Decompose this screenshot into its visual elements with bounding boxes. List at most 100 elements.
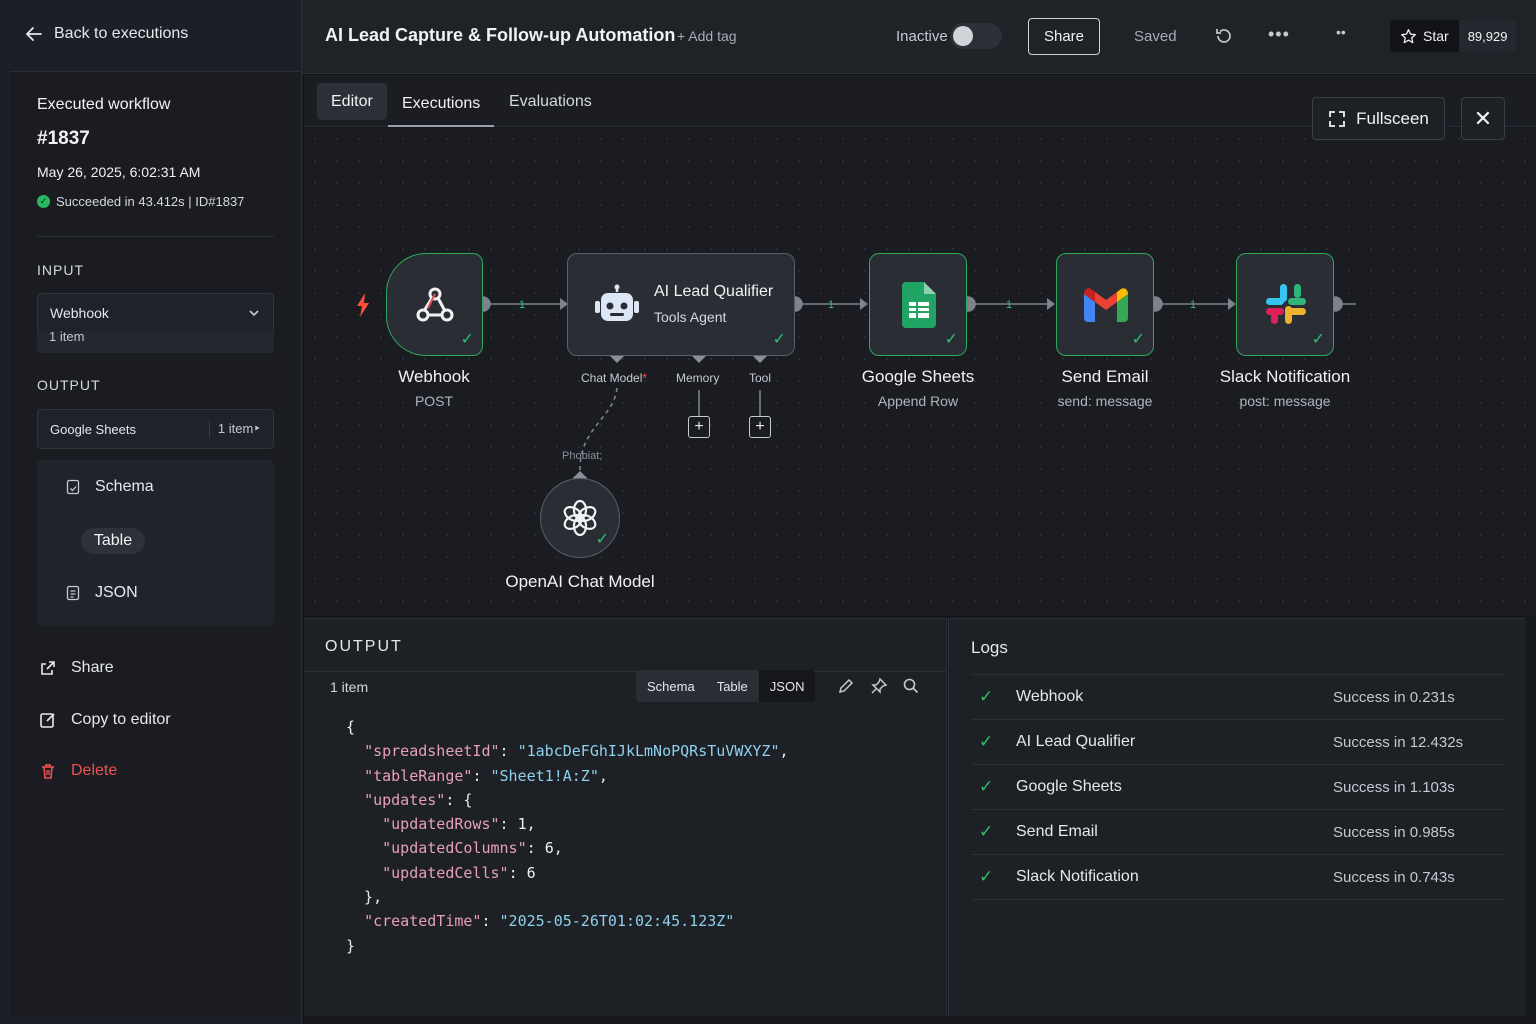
search-icon[interactable] <box>902 677 920 700</box>
success-check-icon: ✓ <box>979 867 994 886</box>
delete-execution-button[interactable]: Delete <box>39 762 117 780</box>
view-schema-label: Schema <box>95 478 154 495</box>
view-option-schema[interactable]: Schema <box>65 478 154 496</box>
node-slack-notification[interactable]: ✓ <box>1236 253 1334 356</box>
node-google-sheets[interactable]: ✓ <box>869 253 967 356</box>
view-json-button[interactable]: JSON <box>758 670 816 702</box>
tab-evaluations[interactable]: Evaluations <box>509 92 592 110</box>
add-memory-button[interactable]: + <box>688 416 710 438</box>
output-panel-title: OUTPUT <box>325 638 403 655</box>
success-check-icon: ✓ <box>460 331 474 348</box>
input-select-value: Webhook <box>50 305 109 321</box>
log-node-name: Slack Notification <box>1016 868 1139 885</box>
share-execution-button[interactable]: Share <box>39 659 114 677</box>
node-sheets-title: Google Sheets <box>861 367 975 386</box>
success-check-icon: ✓ <box>1131 331 1145 348</box>
node-webhook-title: Webhook <box>398 367 470 386</box>
history-icon[interactable] <box>1214 26 1234 51</box>
connection-count: 1 <box>828 299 834 311</box>
json-updated-rows: 1 <box>517 815 527 834</box>
node-openai-title: OpenAI Chat Model <box>505 572 655 591</box>
tab-editor[interactable]: Editor <box>317 83 387 120</box>
view-table-button[interactable]: Table <box>716 678 748 694</box>
json-updated-cells: 6 <box>526 863 536 882</box>
activation-toggle[interactable] <box>950 23 1002 49</box>
close-icon[interactable]: ✕ <box>1461 97 1505 140</box>
json-spreadsheet-id: "1abcDeFGhIJkLmNoPQRsTuVWXYZ" <box>517 742 780 761</box>
log-row[interactable]: ✓ Slack Notification Success in 0.743s <box>971 855 1505 900</box>
view-option-table[interactable]: Table <box>81 528 145 554</box>
schema-icon <box>66 479 80 495</box>
json-file-icon <box>66 585 80 601</box>
log-row[interactable]: ✓ AI Lead Qualifier Success in 12.432s <box>971 720 1505 765</box>
node-send-email[interactable]: ✓ <box>1056 253 1154 356</box>
gmail-icon <box>1084 288 1128 322</box>
node-openai-chat-model[interactable]: ✓ <box>540 478 620 558</box>
log-duration: Success in 0.231s <box>1333 688 1455 706</box>
more-options-icon[interactable]: ••• <box>1268 24 1290 44</box>
log-node-name: Google Sheets <box>1016 778 1122 795</box>
fullscreen-button[interactable]: Fullsceen <box>1312 97 1445 140</box>
fullscreen-label: Fullsceen <box>1356 108 1429 128</box>
log-row[interactable]: ✓ Send Email Success in 0.985s <box>971 810 1505 855</box>
log-node-name: Send Email <box>1016 823 1098 840</box>
input-node-select[interactable]: Webhook <box>37 293 274 333</box>
log-row[interactable]: ✓ Google Sheets Success in 1.103s <box>971 765 1505 810</box>
success-check-icon: ✓ <box>979 732 994 751</box>
back-label: Back to executions <box>54 25 189 42</box>
logs-panel: Logs ✓ Webhook Success in 0.231s ✓ AI Le… <box>948 618 1526 1016</box>
workflow-title[interactable]: AI Lead Capture & Follow-up Automation <box>325 25 676 45</box>
google-sheets-icon <box>902 282 936 328</box>
success-check-icon: ✓ <box>944 331 958 348</box>
star-count: 89,929 <box>1458 20 1516 52</box>
edit-icon[interactable] <box>837 677 855 700</box>
pin-icon[interactable] <box>870 677 888 700</box>
workflow-canvas[interactable]: 1 1 1 1 ✓ Webhook POST AI L <box>304 128 1536 616</box>
json-output[interactable]: { "spreadsheetId": "1abcDeFGhIJkLmNoPQRs… <box>346 718 789 955</box>
arrow-left-icon <box>26 27 42 41</box>
success-check-icon: ✓ <box>772 331 786 348</box>
log-node-name: AI Lead Qualifier <box>1016 733 1136 750</box>
output-count-wrap: 1 item‣ <box>208 421 261 437</box>
execution-number: #1837 <box>37 128 90 149</box>
workflow-header: AI Lead Capture & Follow-up Automation +… <box>302 0 1536 74</box>
success-check-icon: ✓ <box>1311 331 1325 348</box>
status-text: Succeeded in 43.412s | ID#1837 <box>56 194 245 209</box>
node-email-subtitle: send: message <box>1057 393 1153 409</box>
sub-input-memory: Memory <box>676 371 720 385</box>
view-schema-button[interactable]: Schema <box>647 678 695 694</box>
node-agent-title: AI Lead Qualifier <box>654 283 774 300</box>
back-to-executions-link[interactable]: Back to executions <box>24 24 188 44</box>
more-menu-icon[interactable]: •• <box>1336 24 1346 40</box>
add-tag-button[interactable]: + Add tag <box>677 28 737 44</box>
output-panel: OUTPUT 1 item Schema Table JSON { "sprea… <box>304 618 947 1016</box>
json-created-time: "2025-05-26T01:02:45.123Z" <box>499 912 735 931</box>
output-item-count: 1 item <box>330 679 369 695</box>
saved-status: Saved <box>1134 28 1177 45</box>
sub-input-chat-model: Chat Model* <box>581 371 647 385</box>
node-ai-agent[interactable]: AI Lead Qualifier Tools Agent ✓ <box>567 253 795 356</box>
robot-icon <box>595 284 639 321</box>
output-select-value: Google Sheets <box>50 421 137 437</box>
output-section-label: OUTPUT <box>37 377 101 393</box>
output-node-select[interactable]: Google Sheets 1 item‣ <box>37 409 274 449</box>
edit-external-icon <box>40 713 55 728</box>
node-webhook[interactable]: ✓ <box>386 253 483 356</box>
divider <box>304 671 947 672</box>
share-workflow-button[interactable]: Share <box>1028 18 1100 55</box>
star-left: Star <box>1390 20 1459 52</box>
chevron-down-icon <box>249 310 259 317</box>
view-option-json[interactable]: JSON <box>65 584 138 602</box>
slack-icon <box>1266 284 1306 324</box>
copy-to-editor-button[interactable]: Copy to editor <box>39 711 171 729</box>
webhook-icon <box>416 287 454 322</box>
success-dot-icon: ✓ <box>37 195 50 208</box>
connection-count: 1 <box>1190 299 1196 311</box>
github-star-button[interactable]: Star 89,929 <box>1390 20 1516 52</box>
separator <box>208 421 210 437</box>
log-row[interactable]: ✓ Webhook Success in 0.231s <box>971 675 1505 720</box>
node-slack-subtitle: post: message <box>1239 393 1331 409</box>
add-tool-button[interactable]: + <box>749 416 771 438</box>
tab-executions[interactable]: Executions <box>388 83 495 127</box>
success-check-icon: ✓ <box>595 531 609 548</box>
